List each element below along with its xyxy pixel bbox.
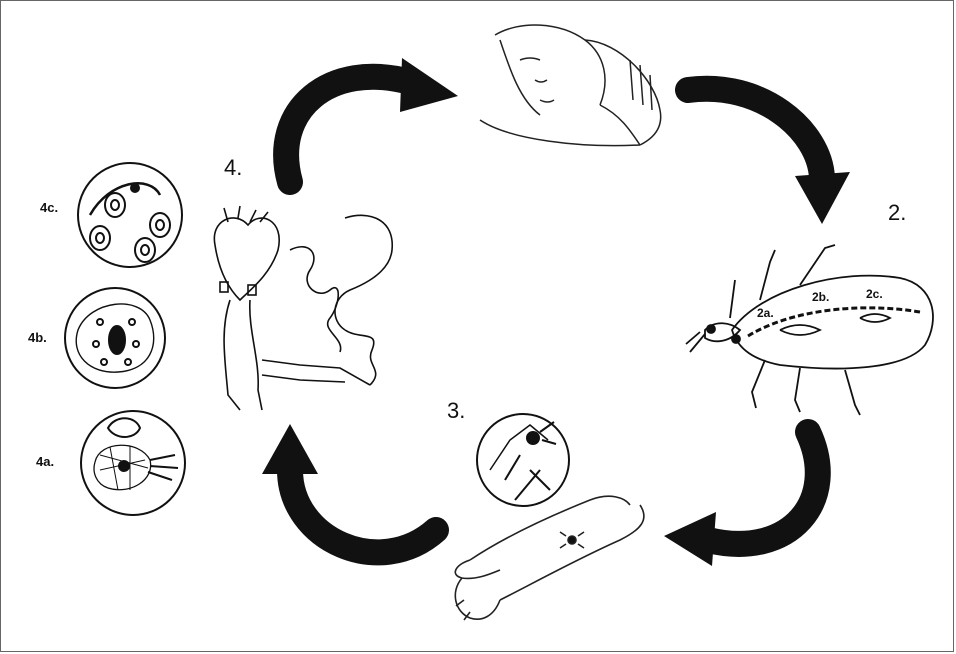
sleeping-woman-illustration [480, 25, 661, 146]
blood-cells-circle [78, 163, 182, 267]
heart-illustration [214, 206, 279, 300]
step-4-label: 4. [224, 155, 242, 181]
step-4a-label: 4a. [36, 454, 54, 469]
step-3-label: 3. [447, 398, 465, 424]
cycle-arrow-icon [688, 89, 850, 224]
bitten-arm-illustration [455, 496, 644, 620]
muscle-cell-circle [81, 411, 185, 515]
cycle-arrow-icon [664, 432, 818, 566]
infected-cell-circle [65, 288, 165, 388]
bug-2c-label: 2c. [866, 287, 883, 301]
bug-2b-label: 2b. [812, 290, 829, 304]
step-2-label: 2. [888, 200, 906, 226]
cycle-arrow-icon [286, 58, 458, 182]
cycle-arrow-icon [262, 424, 436, 552]
step-4b-label: 4b. [28, 330, 47, 345]
digestive-tract-illustration [224, 215, 392, 410]
bite-magnified-circle [477, 414, 569, 506]
bug-2a-label: 2a. [757, 306, 774, 320]
triatomine-bug-illustration [686, 245, 933, 415]
step-4c-label: 4c. [40, 200, 58, 215]
